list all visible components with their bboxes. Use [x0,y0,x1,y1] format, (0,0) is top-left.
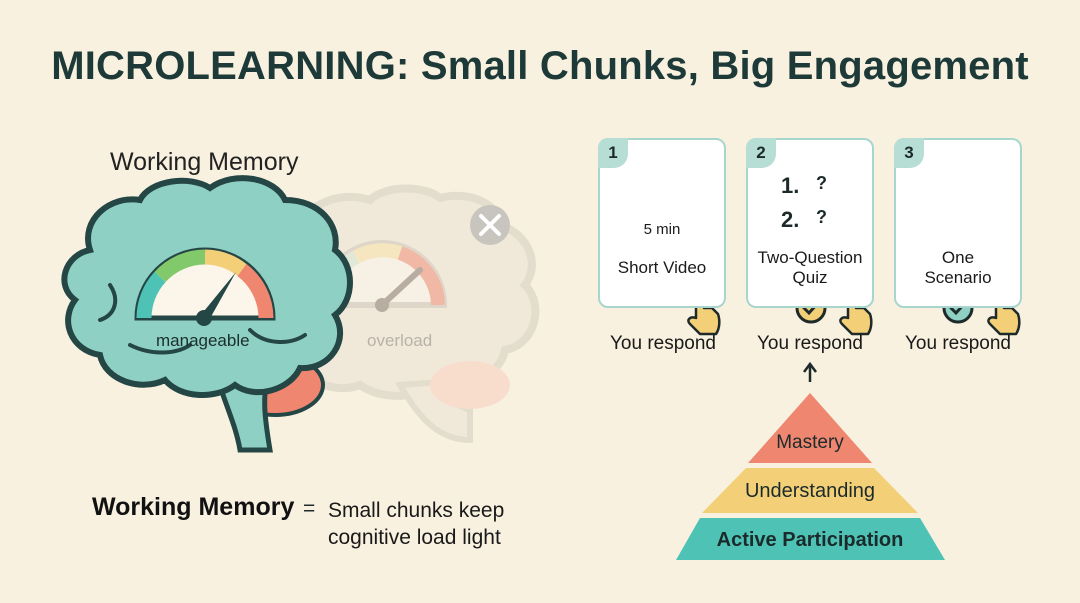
formula-explanation: Small chunks keep cognitive load light [328,497,504,551]
pyramid-level-active-participation: Active Participation [716,529,904,551]
working-memory-heading: Working Memory [110,148,299,176]
formula-equals: = [303,497,316,520]
pyramid-illustration [676,393,945,560]
quiz-q2-number: 2. [781,207,800,232]
video-duration-badge: 5 min [643,221,681,238]
card-one-scenario[interactable]: 3 One Scenario [894,138,1022,308]
card-caption: Short Video [617,258,707,277]
manageable-gauge [134,247,276,326]
pyramid-level-mastery: Mastery [776,432,844,453]
card-short-video[interactable]: 1 5 min Short Video [598,138,726,308]
pyramid-level-understanding: Understanding [744,480,876,502]
respond-label-1: You respond [609,333,716,354]
card-caption-line-1: Two-Question [757,248,863,267]
close-icon [470,205,510,245]
arrow-up-icon [803,361,817,382]
formula-line-1: Small chunks keep [328,499,505,522]
card-number: 1 [598,138,628,168]
card-caption-line-2: Quiz [792,268,828,287]
quiz-q1-number: 1. [781,173,800,198]
page-title: MICROLEARNING: Small Chunks, Big Engagem… [51,44,1029,88]
card-number: 3 [894,138,924,168]
card-caption-line-1: One [941,248,975,267]
quiz-q2-mark: ? [816,207,827,227]
formula-line-2: cognitive load light [328,526,501,549]
gauge-overload-label: overload [367,331,433,350]
card-caption-line-2: Scenario [924,268,992,287]
card-two-question-quiz[interactable]: 2 1. ? 2. ? Two-Question Quiz [746,138,874,308]
gauge-manageable-label: manageable [156,331,250,350]
quiz-q1-mark: ? [816,173,827,193]
respond-label-3: You respond [904,333,1011,354]
card-number: 2 [746,138,776,168]
formula-term: Working Memory [92,493,295,521]
respond-label-2: You respond [756,333,863,354]
